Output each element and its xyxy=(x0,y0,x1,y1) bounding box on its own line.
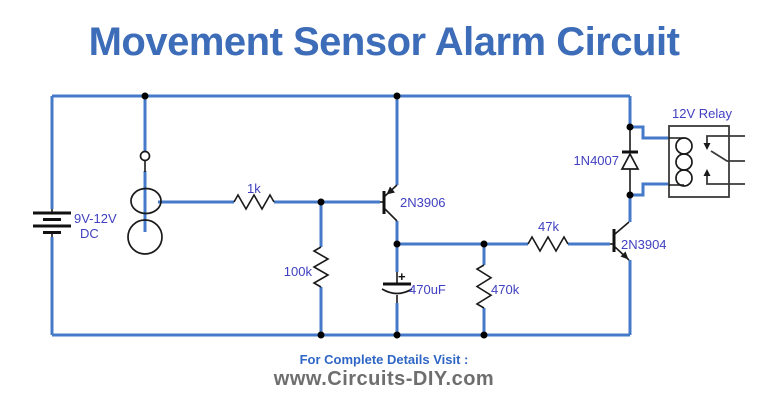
q1-collector-lead xyxy=(384,208,398,222)
junction-dot xyxy=(626,123,634,131)
relay-top-stub-wire xyxy=(630,125,669,140)
battery-label-voltage: 9V-12V xyxy=(74,211,117,226)
resistor-r4-label: 470k xyxy=(491,282,520,297)
junction-dot xyxy=(480,240,488,248)
d1-triangle xyxy=(620,152,640,170)
sensor-lower-circle xyxy=(127,219,163,255)
relay-contact-top-arrow xyxy=(703,143,711,150)
relay-contact-bottom xyxy=(706,173,745,185)
movement-sensor-symbol xyxy=(127,150,163,255)
page-title: Movement Sensor Alarm Circuit xyxy=(88,20,680,64)
junction-dot xyxy=(393,240,401,248)
junction-dot xyxy=(317,198,325,206)
junction-dots xyxy=(141,92,634,339)
wires xyxy=(50,94,669,337)
junction-dot xyxy=(317,331,325,339)
diode-d1-symbol xyxy=(620,129,640,193)
relay-contact-top xyxy=(706,135,745,146)
transistor-q2-symbol xyxy=(610,221,630,261)
relay-coil-loop-2 xyxy=(675,153,693,171)
relay-bottom-stub-wire xyxy=(630,182,669,197)
footer-visit-text: For Complete Details Visit : xyxy=(299,352,469,367)
capacitor-c1-symbol xyxy=(381,272,413,303)
q1-pnp-arrow xyxy=(386,186,395,195)
resistor-r4-zigzag xyxy=(475,264,493,309)
junction-dot xyxy=(480,331,488,339)
footer: For Complete Details Visit : www.Circuit… xyxy=(0,352,768,390)
junction-dot xyxy=(626,191,634,199)
junction-dot xyxy=(141,92,149,100)
relay-contact-bottom-arrow xyxy=(703,169,711,176)
battery-symbol xyxy=(33,209,71,237)
battery-label-dc: DC xyxy=(80,226,99,241)
resistor-r3-label: 47k xyxy=(538,219,559,234)
junction-dot xyxy=(393,331,401,339)
diode-d1-label: 1N4007 xyxy=(573,153,619,168)
relay-coil-loop-3 xyxy=(675,169,693,187)
q2-npn-arrow xyxy=(620,251,629,260)
relay-coil-loop-1 xyxy=(675,137,693,155)
footer-website-url: www.Circuits-DIY.com xyxy=(273,368,495,390)
junction-dot xyxy=(393,92,401,100)
resistor-r2-label: 100k xyxy=(284,264,313,279)
resistor-r2-zigzag xyxy=(312,246,330,288)
capacitor-c1-plus-sign: + xyxy=(398,269,406,284)
resistor-r1-zigzag xyxy=(233,193,275,211)
c1-curved-plate xyxy=(381,288,413,295)
sensor-terminal-circle xyxy=(139,150,151,162)
transistor-q2-label: 2N3904 xyxy=(621,237,667,252)
transistor-q1-symbol xyxy=(380,184,398,222)
transistor-q1-label: 2N3906 xyxy=(400,195,446,210)
relay-label: 12V Relay xyxy=(672,106,732,121)
relay-common-pole xyxy=(710,150,745,162)
resistor-r1-label: 1k xyxy=(247,181,261,196)
q2-collector-lead xyxy=(614,221,630,235)
resistor-r3-zigzag xyxy=(527,235,569,253)
relay-symbol xyxy=(668,125,745,198)
capacitor-c1-label: 470uF xyxy=(409,282,446,297)
sensor-upper-ellipse xyxy=(130,187,162,215)
